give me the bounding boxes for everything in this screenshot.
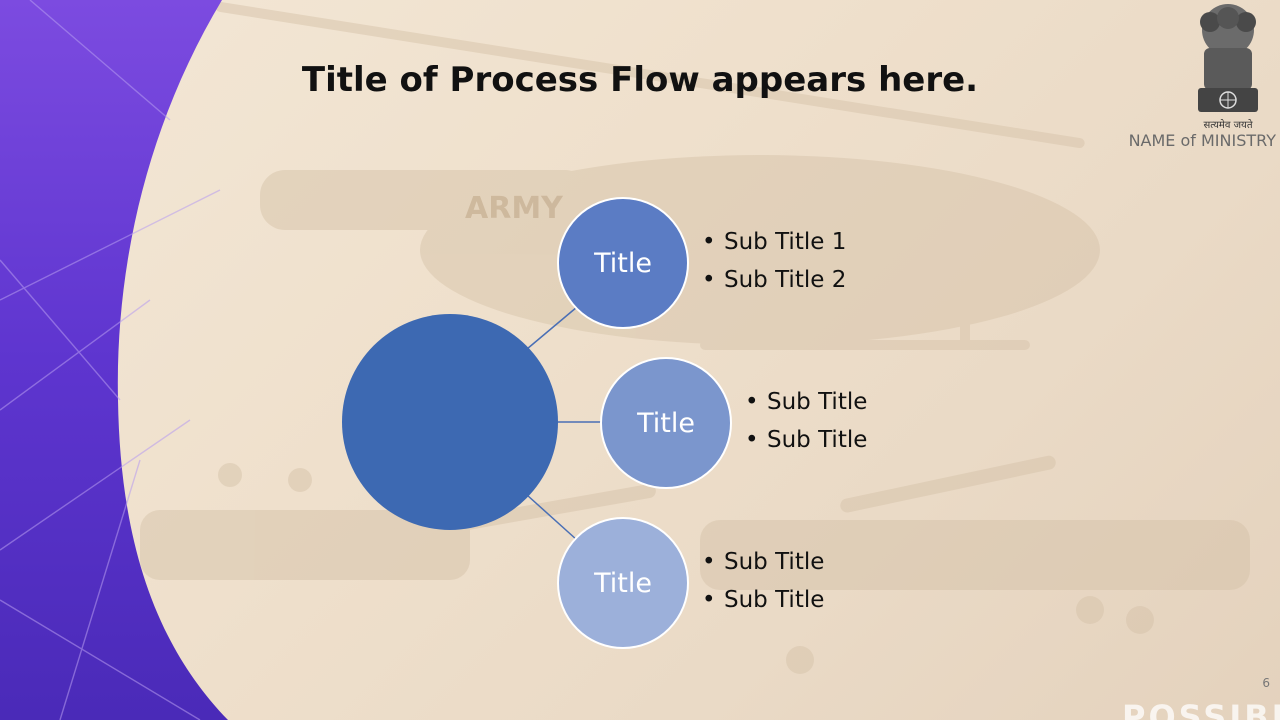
swoosh-lines xyxy=(0,0,221,720)
watermark-text: POSSIBLE xyxy=(1122,698,1280,720)
flow-node-1-bullets: Sub Title 1 Sub Title 2 xyxy=(702,223,846,299)
flow-node-1-label: Title xyxy=(594,247,652,279)
bullet-item: Sub Title 1 xyxy=(702,223,846,261)
flow-hub-circle xyxy=(342,314,558,530)
tank-silhouette-icon xyxy=(140,455,1250,674)
flow-node-3-bullets: Sub Title Sub Title xyxy=(702,543,824,619)
bullet-item: Sub Title xyxy=(702,543,824,581)
bullet-item: Sub Title 2 xyxy=(702,261,846,299)
purple-swoosh xyxy=(0,0,228,720)
bullet-item: Sub Title xyxy=(745,421,867,459)
slide-title: Title of Process Flow appears here. xyxy=(301,60,979,100)
national-emblem-icon: सत्यमेव जयते xyxy=(1198,4,1258,131)
flow-node-3-label: Title xyxy=(594,567,652,599)
background-army-text: ARMY xyxy=(465,191,564,226)
bullet-item: Sub Title xyxy=(745,383,867,421)
flow-node-1[interactable]: Title xyxy=(557,197,689,329)
flow-node-3[interactable]: Title xyxy=(557,517,689,649)
bullet-item: Sub Title xyxy=(702,581,824,619)
connector-line-3 xyxy=(526,494,578,541)
flow-node-2[interactable]: Title xyxy=(600,357,732,489)
page-number: 6 xyxy=(1262,676,1270,690)
connector-line-1 xyxy=(526,306,578,350)
flow-node-2-label: Title xyxy=(637,407,695,439)
emblem-motto: सत्यमेव जयते xyxy=(1203,119,1252,131)
flow-node-2-bullets: Sub Title Sub Title xyxy=(745,383,867,459)
ministry-name: NAME of MINISTRY xyxy=(1128,131,1276,150)
